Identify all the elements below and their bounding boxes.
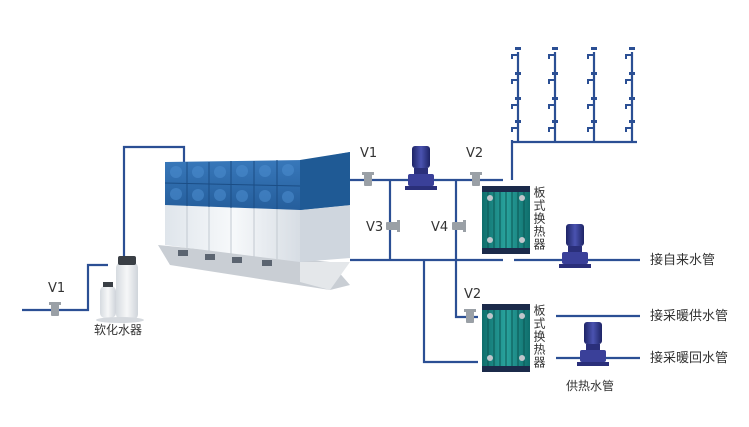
faucet-icon [587, 54, 594, 132]
valve-label-v3: V3 [366, 220, 384, 235]
valve-label-v1-top: V1 [360, 146, 378, 161]
valve-label-v4: V4 [431, 220, 449, 235]
heat-exchanger-label-top: 板式换热器 [532, 186, 546, 251]
water-tank-icon [158, 152, 350, 290]
plate-heat-exchanger-icon [482, 186, 530, 254]
valve-label-v2-top: V2 [466, 146, 484, 161]
tap-water-label: 接自来水管 [650, 253, 716, 268]
heating-return-label: 接采暖回水管 [650, 351, 729, 366]
valve-icon [362, 172, 374, 186]
valve-icon [464, 309, 476, 323]
softener-label: 软化水器 [94, 323, 143, 337]
pump-icon [405, 146, 437, 190]
valve-icon [452, 220, 466, 232]
pipe-softener-to-tank [122, 145, 186, 262]
valve-label-v2-bottom: V2 [464, 287, 482, 302]
valve-icon [386, 220, 400, 232]
valve-icon [470, 172, 482, 186]
heat-exchanger-label-bottom: 板式换热器 [532, 304, 546, 369]
faucet-icon [625, 54, 632, 132]
heating-supply-label: 接采暖供水管 [650, 309, 729, 324]
pipe-branch-down [422, 260, 478, 364]
faucet-icon [511, 54, 518, 132]
faucets [511, 54, 632, 132]
faucet-icon [548, 54, 555, 132]
heat-supply-label: 供热水管 [566, 379, 615, 393]
water-softener-icon [96, 256, 144, 323]
faucet-handles [515, 47, 635, 123]
pump-icon [559, 224, 591, 268]
pump-icon [577, 322, 609, 366]
valve-icon [49, 302, 61, 316]
plate-heat-exchanger-icon [482, 304, 530, 372]
valve-label-v1-left: V1 [48, 281, 66, 296]
